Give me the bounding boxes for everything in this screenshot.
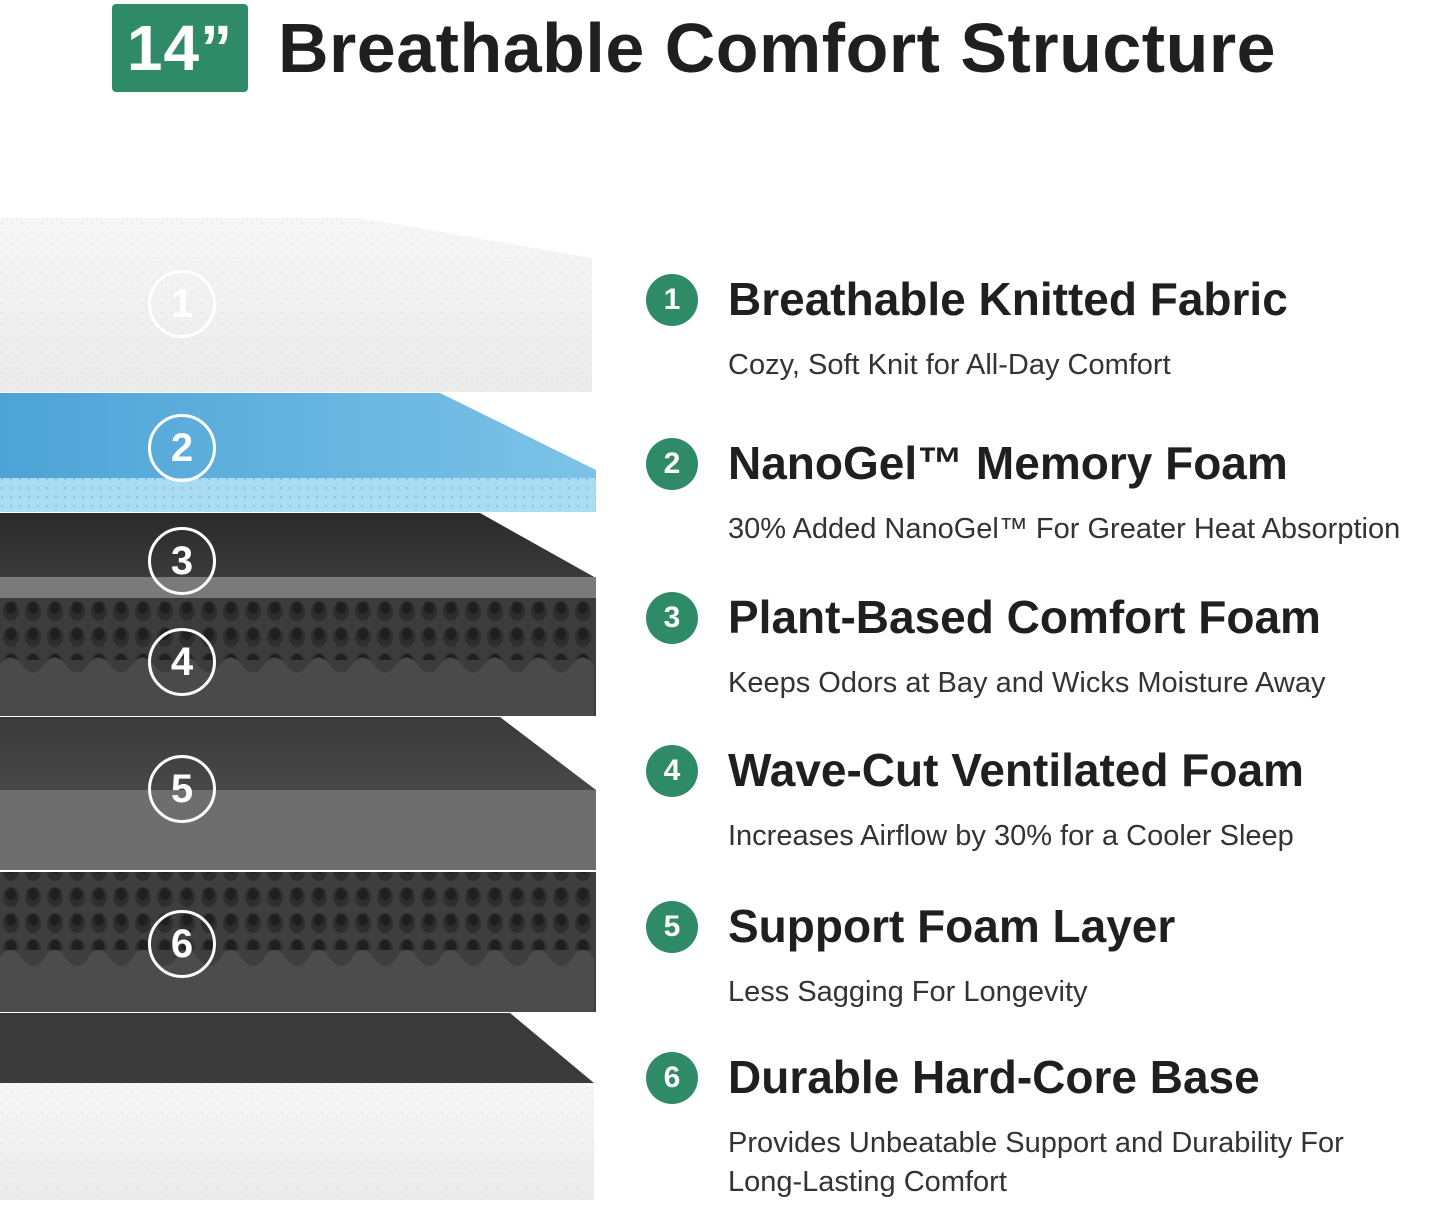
feature-title: NanoGel™ Memory Foam [728,437,1288,489]
feature-title: Durable Hard-Core Base [728,1051,1260,1103]
layer-3-comfort-foam [0,513,596,598]
feature-title: Support Foam Layer [728,900,1176,952]
feature-description: Increases Airflow by 30% for a Cooler Sl… [728,820,1294,852]
layer-marker-5: 5 [148,755,216,823]
layer-marker-1: 1 [148,270,216,338]
feature-description: Provides Unbeatable Support and Durabili… [728,1127,1344,1198]
feature-number-badge: 6 [646,1052,698,1104]
size-badge: 14” [112,4,248,92]
mattress-layers-graphic [0,218,596,1200]
layer-marker-6: 6 [148,910,216,978]
layer-2-gel-foam [0,393,596,512]
feature-title: Wave-Cut Ventilated Foam [728,744,1304,796]
layer-marker-4: 4 [148,628,216,696]
feature-number-badge: 5 [646,901,698,953]
layer-bottom-cover [0,1013,594,1200]
page-title: Breathable Comfort Structure [278,9,1277,87]
feature-description: Keeps Odors at Bay and Wicks Moisture Aw… [728,667,1326,699]
layer-5-support-foam [0,717,596,870]
feature-title: Breathable Knitted Fabric [728,273,1288,325]
feature-description: Cozy, Soft Knit for All-Day Comfort [728,349,1171,381]
feature-number-badge: 4 [646,745,698,797]
feature-number-badge: 3 [646,592,698,644]
feature-description: 30% Added NanoGel™ For Greater Heat Abso… [728,513,1401,545]
layer-6-base-foam [0,872,596,1012]
feature-description: Less Sagging For Longevity [728,976,1088,1008]
feature-number-badge: 1 [646,274,698,326]
layer-marker-2: 2 [148,414,216,482]
mattress-layers-illustration: 1 2 3 4 5 6 [0,0,600,1205]
feature-title: Plant-Based Comfort Foam [728,591,1321,643]
layer-marker-3: 3 [148,527,216,595]
layer-4-wave-foam [0,598,596,716]
layer-1-fabric [0,218,592,392]
feature-number-badge: 2 [646,438,698,490]
